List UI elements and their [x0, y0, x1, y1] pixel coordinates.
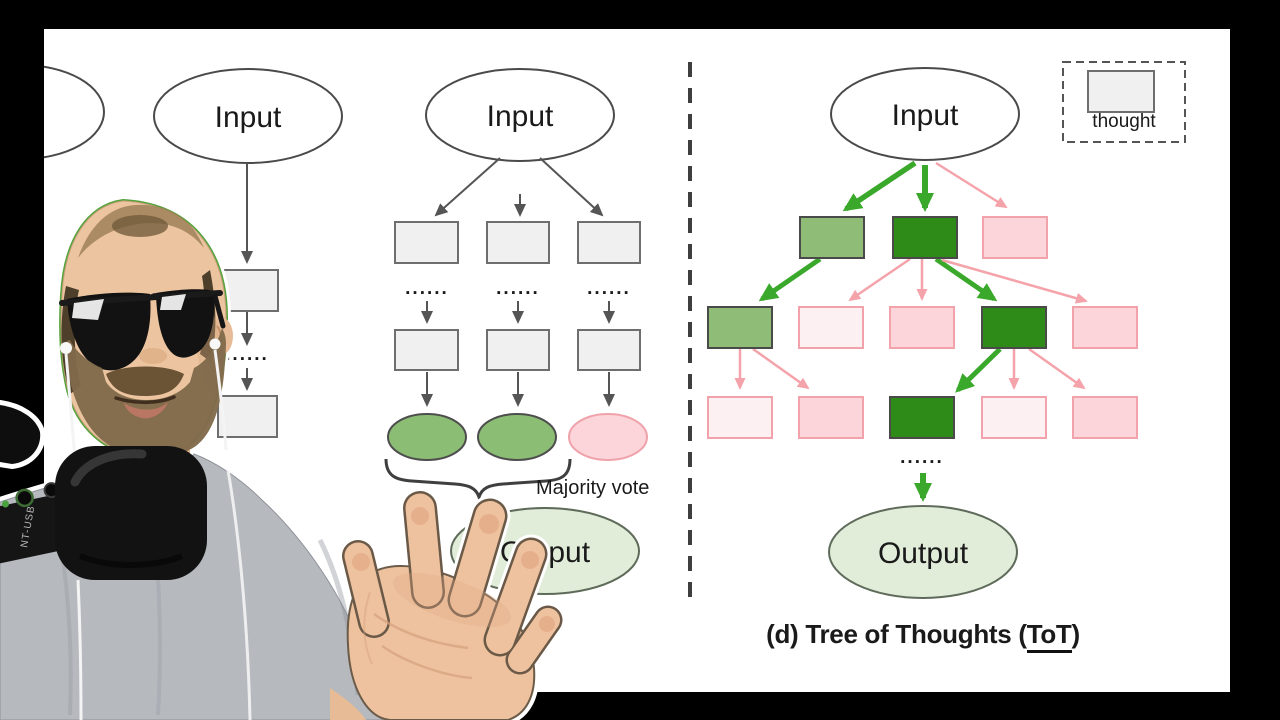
thought-box-c2a [486, 221, 550, 264]
thought-node-3-1-pink_pale [707, 396, 773, 439]
thought-node-3-2-pink [798, 396, 864, 439]
majority-vote-label: Majority vote [536, 477, 650, 499]
mic-pop-filter [55, 446, 207, 580]
legend-thought-label: thought [1092, 111, 1156, 132]
presenter: NT-USB [0, 196, 566, 720]
thought-box-b2 [217, 395, 278, 438]
hair-crown-patch [112, 215, 168, 237]
diagram-d-tot: Input .. [707, 61, 1186, 599]
lens-reflection-left [72, 299, 104, 320]
diagram-c-cot-sc: Input ...... ...... ...... [384, 68, 648, 595]
output-ellipse-d [828, 505, 1018, 599]
dots-d: ...... [900, 447, 944, 468]
presenter-head [59, 200, 233, 457]
result-ellipse-green-1 [387, 413, 467, 461]
thought-node-1-1-green_mid [799, 216, 865, 259]
input-ellipse-d [830, 67, 1020, 161]
dots-c1: ...... [405, 278, 449, 299]
thought-node-3-4-pink_pale [981, 396, 1047, 439]
input-ellipse-c [425, 68, 615, 162]
nose-shading [139, 348, 167, 364]
dots-b: ...... [225, 344, 269, 365]
thought-node-1-3-pink [982, 216, 1048, 259]
input-label-c: Input [487, 100, 554, 133]
hair-stubble-top [78, 204, 204, 258]
thought-node-2-2-pink_pale [798, 306, 864, 349]
legend-box [1062, 61, 1186, 143]
earbud-right [209, 338, 221, 350]
forearm [330, 688, 366, 720]
input-label-d: Input [892, 99, 959, 132]
lens-reflection-right [160, 294, 186, 310]
thought-node-2-5-pink [1072, 306, 1138, 349]
ring-finger [486, 540, 545, 654]
earbud-cables [64, 349, 252, 720]
presenter-beard [64, 328, 226, 457]
mouth [114, 395, 176, 405]
thought-node-2-4-green_dark [981, 306, 1047, 349]
earbud-left [60, 342, 72, 354]
presenter-hand [342, 491, 563, 720]
result-ellipse-green-2 [477, 413, 557, 461]
mic-mount [0, 405, 41, 464]
tree-nodes [707, 216, 1138, 439]
result-ellipse-pink [568, 413, 648, 461]
mustache [106, 366, 184, 396]
diagram-a-partial-input-ellipse [44, 65, 105, 159]
dots-c3: ...... [587, 278, 631, 299]
mic-knob-1 [15, 488, 34, 508]
caption-tree-of-thoughts: (d) Tree of Thoughts (ToT) [690, 619, 1156, 653]
thought-box-c3a [577, 221, 641, 264]
thought-node-2-1-green_mid [707, 306, 773, 349]
thought-node-3-3-green_dark [889, 396, 955, 439]
presenter-microphone: NT-USB [0, 405, 207, 580]
thought-node-3-5-pink [1072, 396, 1138, 439]
thought-box-c2b [486, 329, 550, 371]
thought-box-c1a [394, 221, 459, 264]
legend-thought-box [1087, 70, 1155, 113]
sunglasses [59, 289, 226, 371]
input-label-b: Input [215, 101, 282, 134]
mic-led [1, 500, 9, 508]
thought-box-c1b [394, 329, 459, 371]
output-label-d: Output [878, 537, 969, 570]
thought-box-c3b [577, 329, 641, 371]
lower-lip [124, 402, 168, 419]
majority-brace [384, 458, 572, 502]
thought-node-2-3-pink [889, 306, 955, 349]
thought-node-1-2-green_dark [892, 216, 958, 259]
dots-c2: ...... [496, 278, 540, 299]
